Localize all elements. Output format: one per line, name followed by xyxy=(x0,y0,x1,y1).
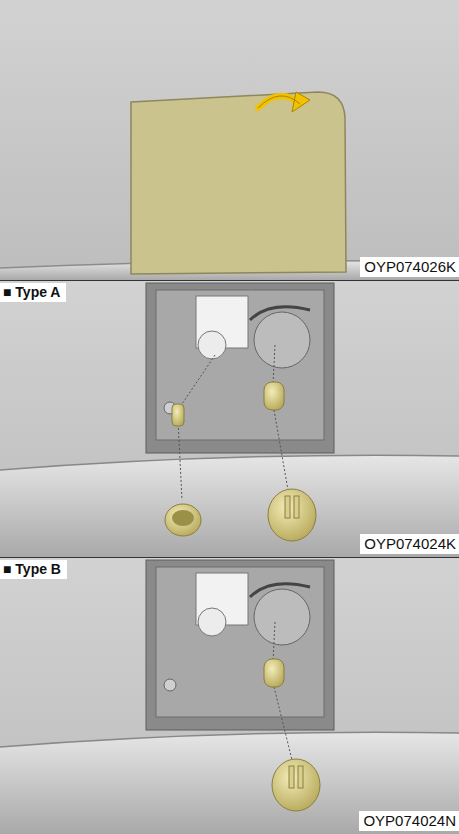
type-a-panel xyxy=(0,281,459,557)
type-heading: ■ Type B xyxy=(0,560,67,579)
figure-code: OYP074024K xyxy=(360,534,459,554)
fuel-door-panel xyxy=(0,0,459,280)
figure-code: OYP074024N xyxy=(359,811,459,831)
type-heading: ■ Type A xyxy=(0,283,66,302)
type-b-panel xyxy=(0,558,459,834)
figure-code: OYP074026K xyxy=(360,257,459,277)
